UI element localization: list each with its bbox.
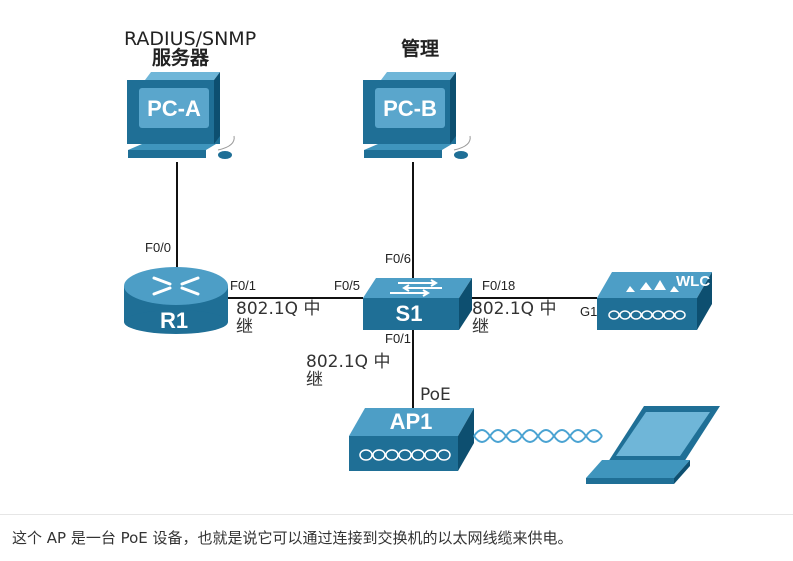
port-r1-f0-1: F0/1 bbox=[230, 278, 256, 293]
trunk-label-s1-wlc-line1: 802.1Q 中 bbox=[472, 299, 556, 319]
switch-s1[interactable]: S1 bbox=[363, 278, 472, 330]
router-arrows-icon bbox=[152, 276, 200, 296]
pc-b[interactable]: PC-B bbox=[363, 72, 471, 159]
pc-a-mouse bbox=[218, 151, 232, 159]
port-wlc-g1: G1 bbox=[580, 304, 597, 319]
wireless-signal-icon bbox=[473, 429, 603, 443]
trunk-label-s1-ap1-line1: 802.1Q 中 bbox=[306, 352, 390, 372]
wlc-label: WLC bbox=[676, 273, 710, 290]
pc-b-keyboard bbox=[364, 144, 452, 150]
cables bbox=[176, 162, 597, 412]
port-r1-f0-0: F0/0 bbox=[145, 240, 171, 255]
trunk-label-r1-s1-line1: 802.1Q 中 bbox=[236, 299, 320, 319]
pc-a-keyboard bbox=[128, 144, 216, 150]
r1-label: R1 bbox=[160, 308, 188, 333]
laptop[interactable] bbox=[586, 406, 720, 484]
trunk-label-s1-ap1-line2: 继 bbox=[306, 370, 323, 390]
wlc-port-rings bbox=[608, 310, 686, 320]
trunk-label-r1-s1-line2: 继 bbox=[236, 317, 253, 337]
pc-b-caption: 管理 bbox=[401, 37, 439, 60]
router-r1[interactable]: R1 bbox=[124, 267, 228, 334]
pc-a-caption-line2: 服务器 bbox=[152, 46, 210, 69]
poe-label: PoE bbox=[420, 385, 451, 405]
port-s1-f0-5: F0/5 bbox=[334, 278, 360, 293]
pc-a[interactable]: PC-A bbox=[127, 72, 235, 159]
network-topology-diagram: PC-A RADIUS/SNMP 服务器 PC-B 管理 R1 bbox=[124, 28, 720, 484]
pc-b-label: PC-B bbox=[383, 96, 437, 121]
pc-b-mouse bbox=[454, 151, 468, 159]
s1-label: S1 bbox=[396, 301, 423, 326]
port-s1-f0-18: F0/18 bbox=[482, 278, 515, 293]
pc-a-label: PC-A bbox=[147, 96, 201, 121]
trunk-label-s1-wlc-line2: 继 bbox=[472, 317, 489, 337]
ap1-port-rings bbox=[359, 449, 451, 461]
port-s1-f0-1: F0/1 bbox=[385, 331, 411, 346]
switch-arrows-icon bbox=[390, 279, 442, 297]
divider bbox=[0, 514, 793, 515]
access-point-ap1[interactable]: AP1 bbox=[349, 408, 474, 471]
wlc-arrows-icon bbox=[626, 280, 679, 292]
ap1-label: AP1 bbox=[390, 409, 433, 434]
port-s1-f0-6: F0/6 bbox=[385, 251, 411, 266]
wlc-controller[interactable]: WLC bbox=[597, 272, 712, 330]
diagram-caption: 这个 AP 是一台 PoE 设备，也就是说它可以通过连接到交换机的以太网线缆来供… bbox=[12, 529, 573, 547]
pc-a-caption-line1: RADIUS/SNMP bbox=[124, 28, 256, 50]
